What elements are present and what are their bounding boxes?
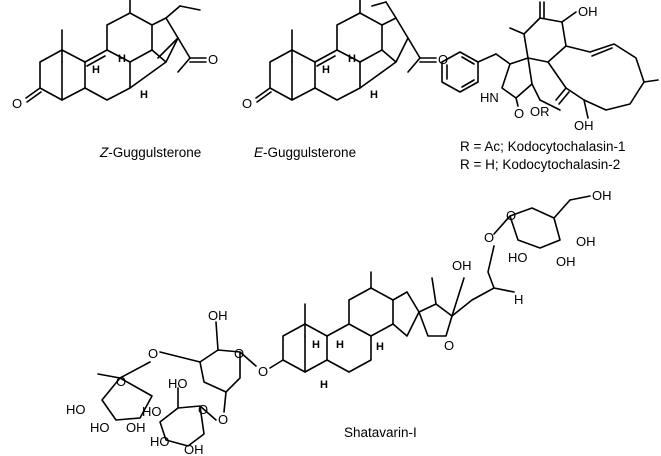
atom-label-oh: OH <box>576 234 596 249</box>
atom-label-h: H <box>322 64 330 76</box>
atom-label-ho: HO <box>90 420 110 435</box>
atom-label-h: H <box>376 341 384 353</box>
e-guggulsterone-caption: E-Guggulsterone <box>254 145 357 160</box>
atom-label-o: O <box>208 52 218 67</box>
atom-label-oh: OH <box>574 118 594 133</box>
atom-label-oh: OH <box>184 442 204 456</box>
atom-label-o: O <box>506 208 516 223</box>
atom-label-o: O <box>444 338 454 353</box>
atom-label-o: O <box>12 96 22 111</box>
atom-label-o: O <box>198 402 208 417</box>
atom-label-oh: OH <box>126 420 146 435</box>
atom-label-ho: HO <box>508 250 528 265</box>
atom-label-oh: OH <box>556 254 576 269</box>
atom-label-h: H <box>336 339 344 351</box>
kodocytochalasin-structure: HN O OH OH OR <box>441 1 659 133</box>
atom-label-o: O <box>116 374 126 389</box>
atom-label-o: O <box>484 230 494 245</box>
z-guggulsterone-structure: O O H H H <box>12 0 218 111</box>
atom-label-o: O <box>514 106 524 121</box>
atom-label-o: O <box>438 52 448 67</box>
atom-label-oh: OH <box>578 4 598 19</box>
atom-label-h: H <box>118 53 126 65</box>
atom-label-o: O <box>148 346 158 361</box>
shatavarin-structure: H H H H O OH H O O OH OH OH HO O O OH O … <box>66 188 612 456</box>
atom-label-o: O <box>234 346 244 361</box>
shatavarin-caption: Shatavarin-I <box>344 425 417 440</box>
atom-label-h: H <box>140 89 148 101</box>
atom-label-h: H <box>348 53 356 65</box>
atom-label-hn: HN <box>480 90 499 105</box>
atom-label-h: H <box>92 64 100 76</box>
atom-label-o: O <box>258 364 268 379</box>
z-guggulsterone-caption: Z-Guggulsterone <box>100 145 202 160</box>
atom-label-oh: OH <box>208 308 228 323</box>
atom-label-h: H <box>320 379 328 391</box>
atom-label-o: O <box>242 96 252 111</box>
atom-label-ho: HO <box>168 376 188 391</box>
atom-label-oh: OH <box>592 188 612 203</box>
atom-label-h: H <box>514 292 523 307</box>
atom-label-h: H <box>312 339 320 351</box>
atom-label-ho: HO <box>142 404 162 419</box>
atom-label-h: H <box>370 89 378 101</box>
e-guggulsterone-structure: O O H H H <box>242 0 448 111</box>
atom-label-o: O <box>218 412 228 427</box>
atom-label-or: OR <box>530 104 550 119</box>
atom-label-ho: HO <box>66 402 86 417</box>
atom-label-oh: OH <box>452 258 472 273</box>
kodocytochalasin-caption-line1: R = Ac; Kodocytochalasin-1 <box>460 139 626 154</box>
kodocytochalasin-caption-line2: R = H; Kodocytochalasin-2 <box>460 157 621 172</box>
atom-label-ho: HO <box>150 434 170 449</box>
